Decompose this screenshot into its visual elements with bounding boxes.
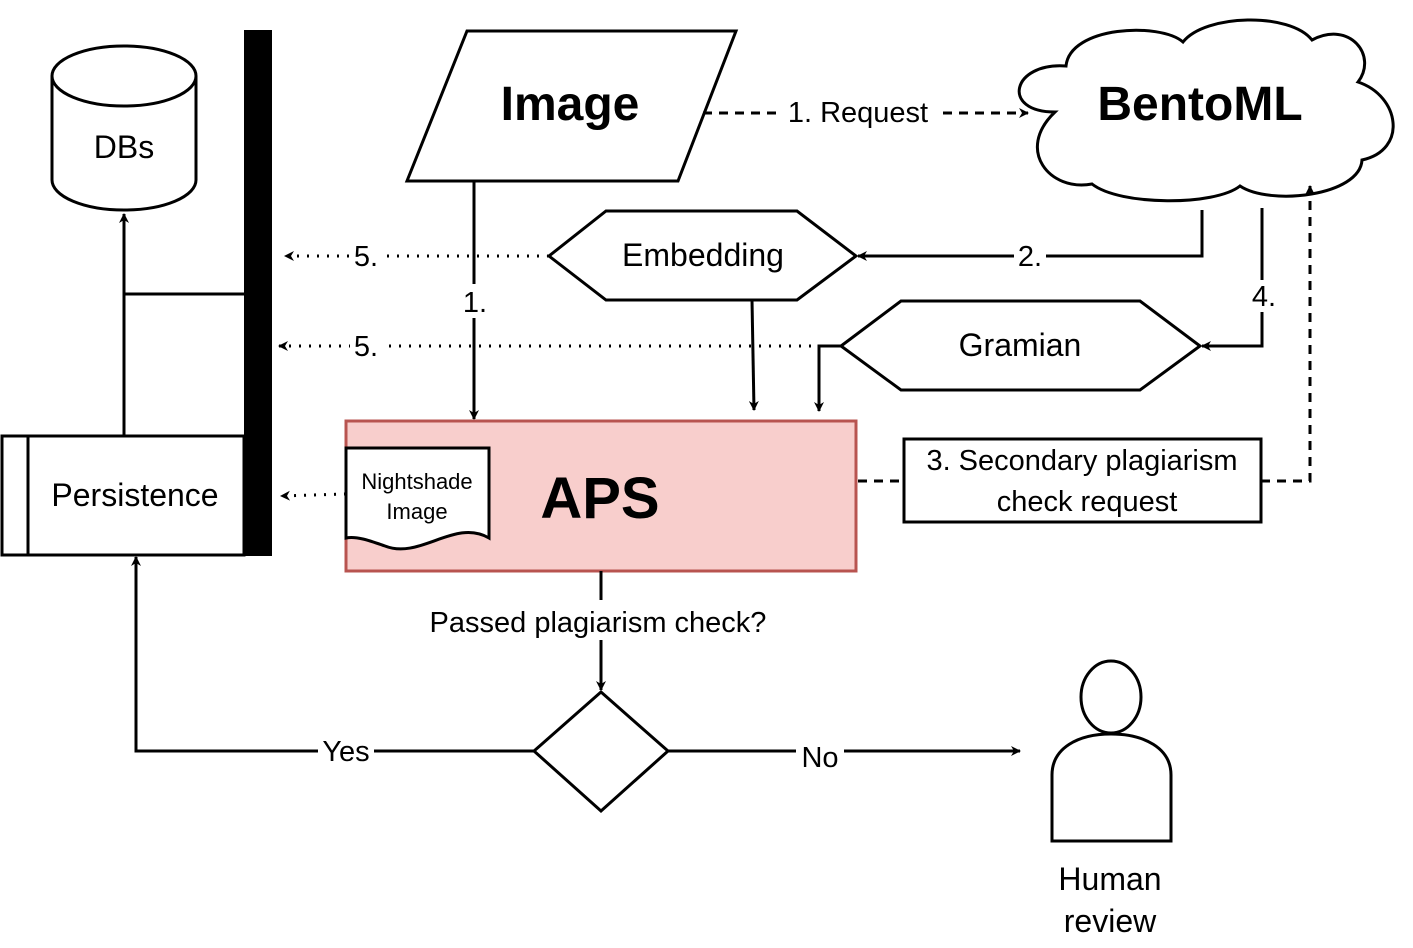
decision-diamond <box>531 690 671 814</box>
secondary-check-line2: check request <box>997 486 1178 518</box>
nightshade-label-line2: Image <box>386 499 447 524</box>
secondary-check-node: 3. Secondary plagiarism check request <box>902 437 1263 524</box>
embedding-node: Embedding <box>546 209 859 302</box>
edge-nightshade-to-persistence <box>280 490 347 501</box>
image-label: Image <box>501 78 640 131</box>
nightshade-label-line1: Nightshade <box>361 469 472 494</box>
aps-label: APS <box>540 466 659 531</box>
bentoml-label: BentoML <box>1097 78 1302 131</box>
persistence-bus-bar <box>244 30 272 556</box>
edge-step5a-label: 5. <box>354 241 378 273</box>
edge-decision-yes <box>131 556 534 753</box>
edge-yes-label: Yes <box>322 736 369 768</box>
edge-step5b-label: 5. <box>354 331 378 363</box>
persistence-node: Persistence <box>0 434 246 557</box>
gramian-node: Gramian <box>838 299 1203 392</box>
edge-bentoml-to-gramian <box>1201 208 1264 351</box>
human-review-node: Human review <box>1050 659 1173 939</box>
edge-no-label: No <box>801 742 838 774</box>
edge-step2-label: 2. <box>1018 241 1042 273</box>
image-node: Image <box>404 29 739 183</box>
nightshade-image-node: Nightshade Image <box>344 446 491 551</box>
edge-bentoml-to-embedding <box>857 210 1204 261</box>
secondary-check-line1: 3. Secondary plagiarism <box>926 445 1237 477</box>
persistence-label: Persistence <box>51 477 218 513</box>
gramian-label: Gramian <box>959 327 1082 363</box>
edge-embedding-to-aps <box>748 299 759 411</box>
edge-step4-label: 4. <box>1252 281 1276 313</box>
edge-gramian-to-aps <box>814 344 841 412</box>
dbs-label: DBs <box>94 129 154 165</box>
edge-request-label: 1. Request <box>788 97 928 129</box>
embedding-label: Embedding <box>622 237 784 273</box>
dbs-node: DBs <box>50 44 198 212</box>
human-review-line2: review <box>1064 903 1157 939</box>
edge-question-label: Passed plagiarism check? <box>430 607 767 639</box>
edge-step1-label: 1. <box>463 287 487 319</box>
bentoml-node: BentoML <box>1017 18 1395 203</box>
human-review-line1: Human <box>1058 861 1161 897</box>
edge-aps-to-bentoml-secondary <box>858 186 1310 483</box>
